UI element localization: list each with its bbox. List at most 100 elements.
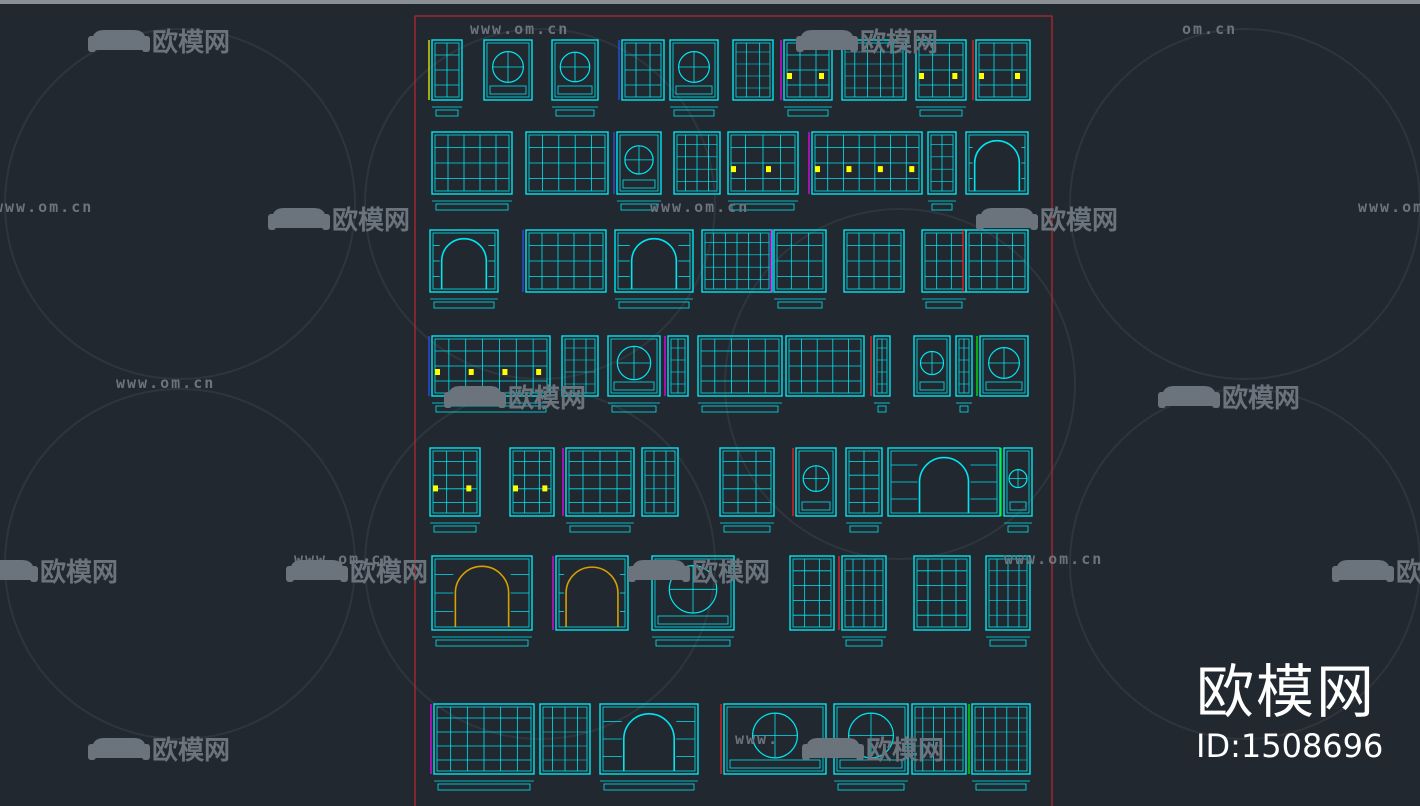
cad-block bbox=[838, 555, 887, 647]
watermark-logo: 欧模网 bbox=[628, 557, 770, 588]
cad-block bbox=[915, 39, 967, 117]
sofa-icon bbox=[1336, 560, 1390, 580]
watermark-logo: 欧模网 bbox=[88, 27, 230, 58]
cad-block bbox=[429, 447, 481, 533]
watermark-logo: 欧模网 bbox=[1332, 557, 1420, 588]
cad-block bbox=[483, 39, 533, 101]
sofa-icon bbox=[0, 560, 34, 580]
cad-block bbox=[965, 131, 1029, 195]
cad-block bbox=[522, 229, 607, 293]
watermark-circles bbox=[4, 28, 1420, 740]
cad-block bbox=[913, 555, 971, 631]
watermark-logo: 欧模网 bbox=[796, 27, 938, 58]
cad-block bbox=[911, 703, 967, 775]
cad-block bbox=[870, 335, 891, 413]
cad-block bbox=[509, 447, 555, 517]
watermark-logo: 欧模网 bbox=[88, 735, 230, 766]
watermark-brand-text: 欧模网 bbox=[1040, 205, 1118, 236]
cad-block bbox=[431, 131, 513, 211]
cad-block bbox=[562, 447, 635, 533]
watermark-brand-text: 欧模网 bbox=[152, 735, 230, 766]
cad-block bbox=[732, 39, 774, 101]
cad-block bbox=[429, 229, 499, 309]
watermark-logo: 欧模网 bbox=[268, 205, 410, 236]
cad-block bbox=[968, 703, 1031, 791]
cad-block bbox=[972, 39, 1031, 101]
cad-block bbox=[552, 555, 629, 631]
watermark-url-text: www.om.cn bbox=[0, 198, 93, 216]
watermark-layer: 欧模网欧模网欧模网欧模网欧模网欧模网欧模网欧模网欧模网欧模网欧模网欧模网www.… bbox=[0, 20, 1420, 766]
cad-block bbox=[727, 131, 799, 211]
cad-block bbox=[719, 447, 775, 533]
cad-block bbox=[697, 335, 783, 413]
sofa-icon bbox=[92, 30, 146, 50]
brand-name: 欧模网 bbox=[1196, 658, 1377, 726]
cad-block bbox=[913, 335, 951, 397]
watermark-logo: 欧模网 bbox=[802, 735, 944, 766]
sofa-icon bbox=[632, 560, 686, 580]
cad-block bbox=[792, 447, 837, 517]
cad-block bbox=[887, 447, 1001, 517]
cad-block bbox=[551, 39, 599, 117]
cad-block bbox=[431, 555, 533, 647]
watermark-brand-text: 欧模网 bbox=[350, 557, 428, 588]
watermark-brand-text: 欧模网 bbox=[40, 557, 118, 588]
watermark-brand-text: 欧模网 bbox=[1222, 383, 1300, 414]
cad-block bbox=[428, 39, 463, 117]
cad-block bbox=[430, 703, 535, 791]
cad-block bbox=[1000, 447, 1033, 533]
watermark-brand-text: 欧模网 bbox=[1396, 557, 1420, 588]
cad-block bbox=[651, 555, 735, 647]
sofa-icon bbox=[1162, 386, 1216, 406]
cad-block bbox=[845, 447, 883, 533]
cad-block bbox=[955, 335, 973, 413]
cad-block bbox=[780, 39, 833, 117]
cad-block bbox=[561, 335, 599, 397]
watermark-url-text: www.om.cn bbox=[650, 198, 749, 216]
cad-block bbox=[927, 131, 957, 211]
watermark-logo: 欧模网 bbox=[1158, 383, 1300, 414]
cad-block bbox=[789, 555, 835, 631]
sofa-icon bbox=[800, 30, 854, 50]
sofa-icon bbox=[448, 386, 502, 406]
watermark-brand-text: 欧模网 bbox=[152, 27, 230, 58]
cad-block bbox=[614, 229, 694, 309]
watermark-url-text: www.om.cn bbox=[116, 374, 215, 392]
watermark-url-text: www. bbox=[735, 730, 779, 748]
cad-block bbox=[701, 229, 773, 293]
cad-block bbox=[808, 131, 923, 195]
sofa-icon bbox=[980, 208, 1034, 228]
watermark-brand-text: 欧模网 bbox=[692, 557, 770, 588]
drawing-sheet-frame bbox=[414, 15, 1053, 806]
cad-block bbox=[843, 229, 905, 293]
watermark-brand-text: 欧模网 bbox=[508, 383, 586, 414]
cad-block bbox=[985, 555, 1031, 647]
model-id: ID:1508696 bbox=[1196, 727, 1384, 765]
watermark-url-text: www.om.cn bbox=[470, 20, 569, 38]
cad-block bbox=[770, 229, 827, 309]
cad-block bbox=[785, 335, 865, 397]
watermark-logo: 欧模网 bbox=[286, 557, 428, 588]
cad-block bbox=[921, 229, 967, 309]
cad-block bbox=[673, 131, 721, 195]
watermark-url-text: www.om.cn bbox=[294, 550, 393, 568]
window-top-bar bbox=[0, 0, 1420, 4]
cad-block bbox=[525, 131, 609, 195]
cad-block bbox=[539, 703, 591, 775]
cad-block bbox=[599, 703, 699, 791]
watermark-brand-text: 欧模网 bbox=[866, 735, 944, 766]
watermark-url-text: om.cn bbox=[1182, 20, 1237, 38]
cad-block bbox=[607, 335, 661, 413]
watermark-brand-text: 欧模网 bbox=[332, 205, 410, 236]
cad-block bbox=[976, 335, 1029, 397]
sofa-icon bbox=[806, 738, 860, 758]
sofa-icon bbox=[290, 560, 344, 580]
cad-block bbox=[833, 703, 909, 791]
brand-overlay: 欧模网 ID:1508696 bbox=[1196, 660, 1386, 766]
watermark-brand-text: 欧模网 bbox=[860, 27, 938, 58]
watermark-logo: 欧模网 bbox=[976, 205, 1118, 236]
cad-block bbox=[962, 229, 1029, 293]
cad-model-space[interactable]: 欧模网欧模网欧模网欧模网欧模网欧模网欧模网欧模网欧模网欧模网欧模网欧模网www.… bbox=[0, 4, 1420, 806]
cad-block bbox=[669, 39, 719, 117]
watermark-url-text: www.om.cn bbox=[1358, 198, 1420, 216]
